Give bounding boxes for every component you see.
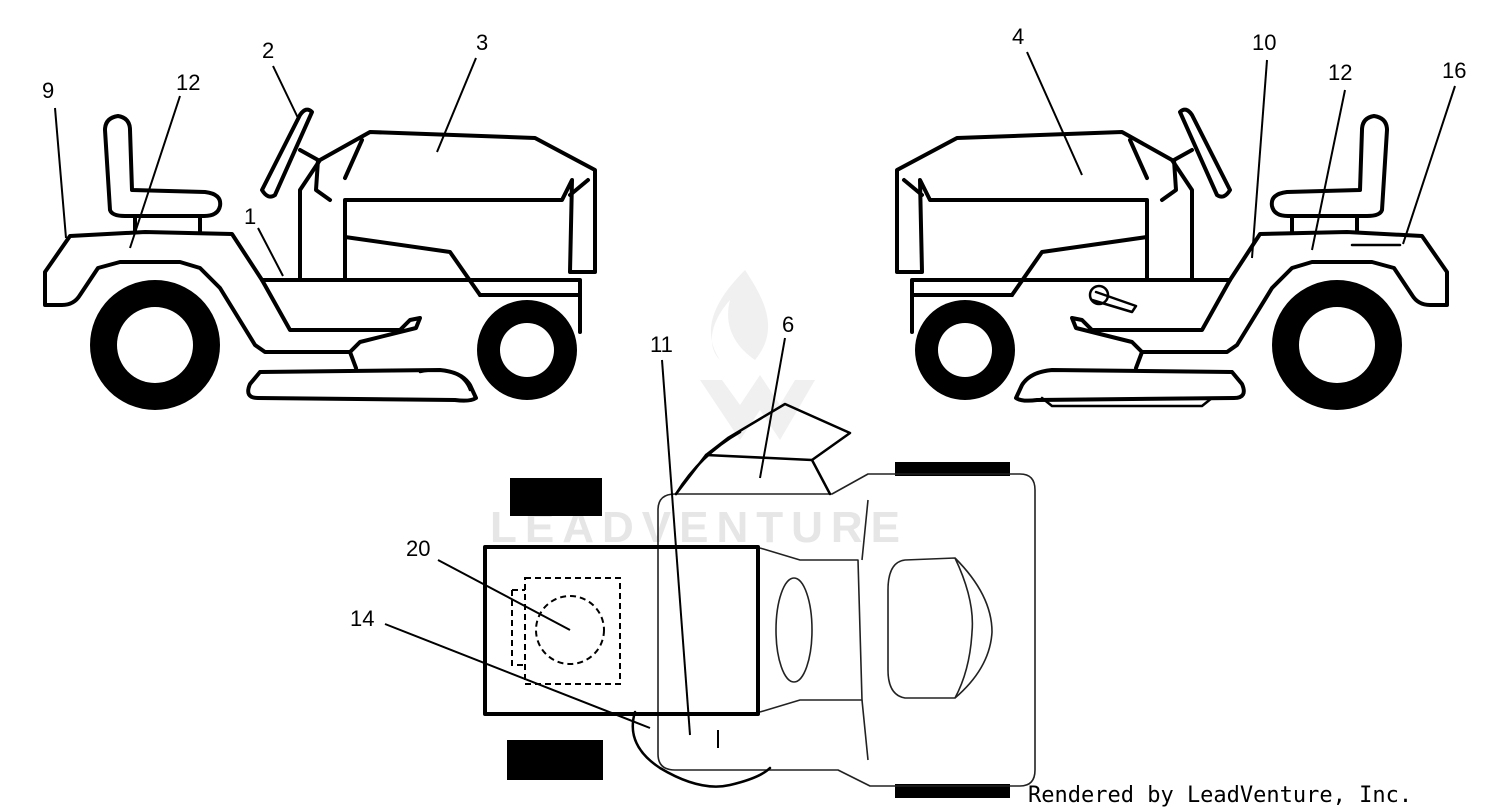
callout-10: 10 — [1252, 30, 1276, 55]
leader-11 — [661, 359, 691, 736]
leader-20 — [437, 559, 571, 631]
credit-text: Rendered by LeadVenture, Inc. — [1028, 783, 1412, 808]
callout-16: 16 — [1442, 58, 1466, 83]
callout-20: 20 — [406, 536, 430, 561]
leader-6 — [759, 337, 786, 479]
leader-4 — [1026, 51, 1083, 176]
callout-14: 14 — [350, 606, 374, 631]
callout-2: 2 — [262, 38, 274, 63]
callout-12-right: 12 — [1328, 60, 1352, 85]
callout-11: 11 — [650, 332, 673, 357]
leader-12a — [129, 95, 181, 249]
leader-2 — [272, 65, 299, 119]
callout-12-left: 12 — [176, 70, 200, 95]
callout-4: 4 — [1012, 24, 1024, 49]
callout-labels: 1 2 3 9 12 4 10 12 16 6 11 20 14 — [42, 24, 1466, 631]
top-view-tractor — [483, 402, 1036, 798]
leader-1 — [257, 227, 284, 277]
leader-14 — [384, 623, 651, 729]
right-side-tractor — [895, 107, 1449, 410]
callout-3: 3 — [476, 30, 488, 55]
callout-6: 6 — [782, 312, 794, 337]
leader-lines — [54, 51, 1456, 748]
leader-3 — [436, 57, 477, 153]
left-side-tractor — [43, 107, 597, 410]
watermark-logo — [700, 270, 815, 440]
callout-1: 1 — [244, 204, 256, 229]
leader-10 — [1251, 59, 1268, 259]
leader-9 — [54, 107, 67, 239]
leader-12b — [1311, 89, 1346, 251]
callout-9: 9 — [42, 78, 54, 103]
leader-16 — [1402, 85, 1456, 245]
